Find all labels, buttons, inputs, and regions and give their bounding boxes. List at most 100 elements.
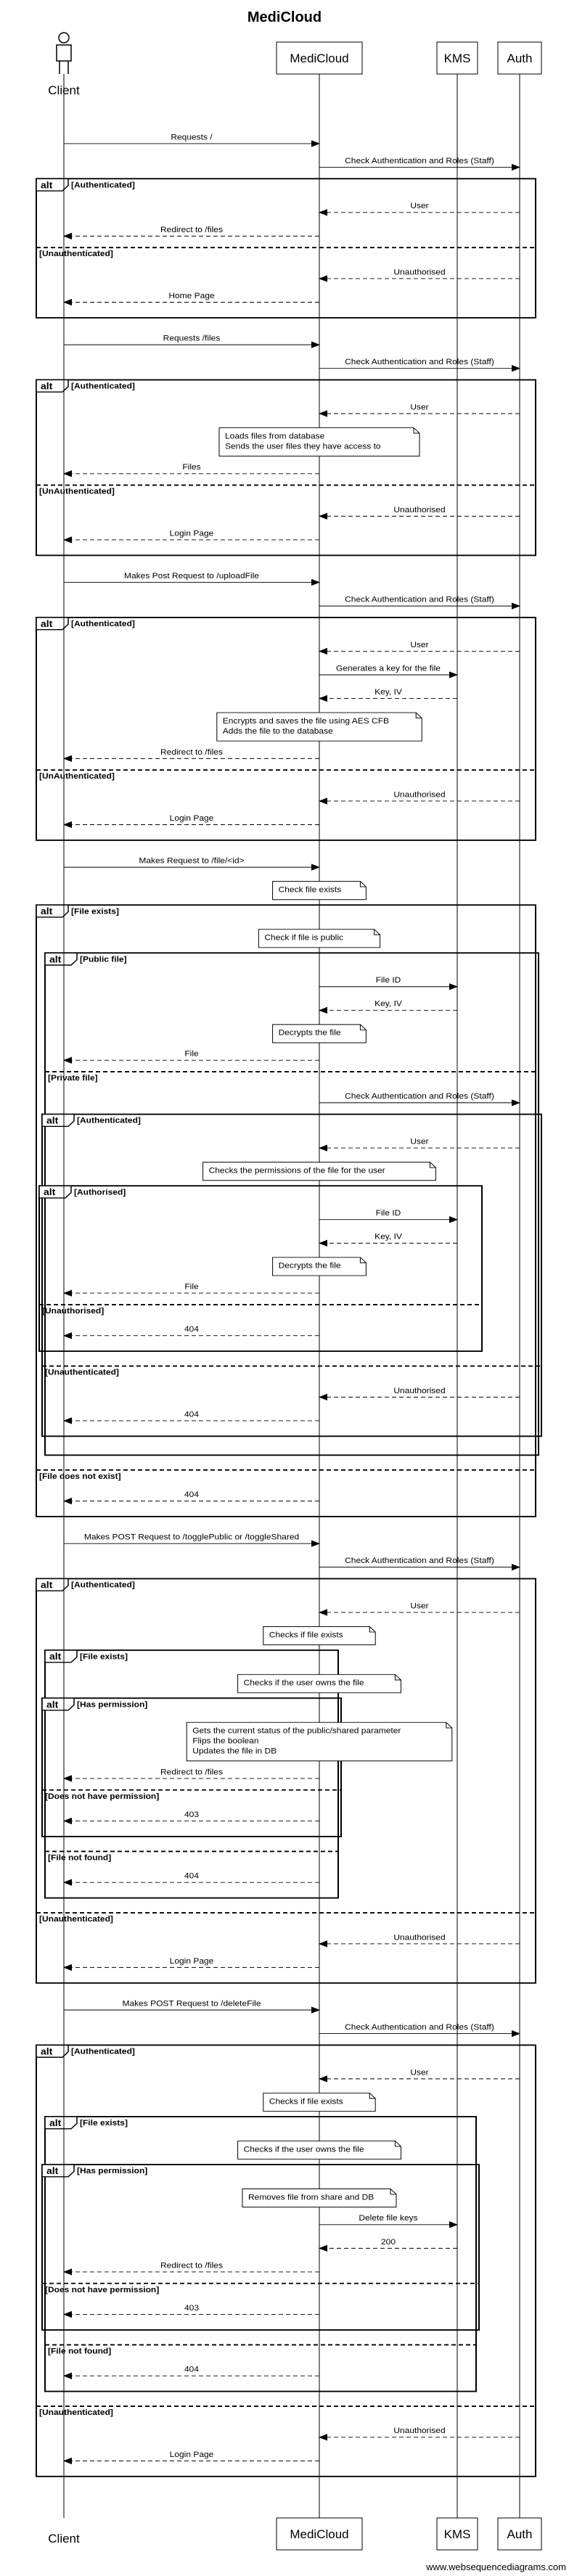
note-text: Check if file is public bbox=[264, 934, 343, 943]
note-fold bbox=[394, 1674, 401, 1681]
message-label: Check Authentication and Roles (Staff) bbox=[345, 2023, 494, 2032]
note-text: Checks the permissions of the file for t… bbox=[209, 1167, 385, 1176]
alt-condition: [File not found] bbox=[48, 1854, 111, 1863]
message-label: 404 bbox=[184, 1325, 200, 1334]
alt-frame bbox=[36, 1578, 536, 1984]
alt-frame bbox=[44, 952, 539, 1456]
alt-condition: [Has permission] bbox=[77, 2167, 147, 2175]
note-box bbox=[272, 881, 367, 901]
note-fold bbox=[374, 929, 380, 935]
note-text: Removes file from share and DB bbox=[248, 2194, 374, 2202]
message-label: 404 bbox=[184, 1411, 200, 1419]
note-box bbox=[263, 1626, 376, 1646]
note-text: Updates the file in DB bbox=[192, 1747, 277, 1756]
alt-keyword: alt bbox=[49, 2117, 62, 2128]
alt-tab bbox=[36, 178, 69, 192]
note-box bbox=[258, 929, 381, 948]
participant-label-header: MediCloud bbox=[290, 52, 348, 65]
participant-box-footer bbox=[497, 2517, 542, 2551]
alt-condition: [Does not have permission] bbox=[45, 1792, 159, 1801]
alt-frame bbox=[36, 2044, 536, 2477]
message-label: Makes POST Request to /deleteFile bbox=[122, 2000, 261, 2009]
note-text: Gets the current status of the public/sh… bbox=[192, 1727, 401, 1736]
note-box bbox=[237, 2141, 401, 2160]
alt-condition: [Unauthenticated] bbox=[39, 1915, 113, 1924]
message-label: 404 bbox=[184, 1872, 200, 1881]
alt-keyword: alt bbox=[41, 2046, 53, 2056]
participant-label-footer: KMS bbox=[444, 2527, 471, 2541]
message-label: User bbox=[410, 2069, 428, 2077]
note-text: Checks if file exists bbox=[269, 2098, 343, 2107]
alt-frame bbox=[36, 379, 536, 557]
alt-keyword: alt bbox=[44, 1187, 56, 1197]
note-fold bbox=[390, 2189, 396, 2195]
message-label: Requests / bbox=[171, 134, 213, 142]
alt-frame bbox=[44, 1649, 339, 1899]
message-label: Home Page bbox=[168, 292, 214, 300]
message-label: Check Authentication and Roles (Staff) bbox=[345, 1093, 494, 1102]
alt-condition: [Authenticated] bbox=[71, 382, 135, 391]
alt-condition: [File exists] bbox=[71, 908, 119, 916]
note-text: Checks if the user owns the file bbox=[244, 2146, 364, 2154]
alt-condition: [File not found] bbox=[48, 2347, 111, 2356]
message-label: Login Page bbox=[170, 2450, 214, 2459]
message-label: Unauthorised bbox=[393, 791, 445, 800]
participant-box-footer bbox=[436, 2517, 478, 2551]
footer-credit: www.websequencediagrams.com bbox=[425, 2561, 566, 2572]
alt-tab bbox=[36, 379, 69, 393]
note-fold bbox=[359, 881, 367, 887]
note-text: Checks if file exists bbox=[269, 1631, 343, 1640]
alt-keyword: alt bbox=[46, 1699, 59, 1710]
message-label: Redirect to /files bbox=[160, 748, 223, 757]
message-label: Delete file keys bbox=[359, 2215, 418, 2223]
alt-keyword: alt bbox=[41, 906, 53, 916]
participant-label-header: Auth bbox=[507, 52, 533, 65]
alt-frame bbox=[41, 1697, 342, 1837]
alt-keyword: alt bbox=[41, 381, 53, 391]
alt-tab bbox=[36, 1578, 69, 1592]
alt-condition: [Does not have permission] bbox=[45, 2286, 159, 2294]
alt-condition: [UnAuthenticated] bbox=[39, 773, 115, 782]
message-label: 403 bbox=[184, 1810, 199, 1819]
alt-tab bbox=[41, 1697, 75, 1711]
note-box bbox=[237, 1674, 401, 1694]
alt-condition: [File does not exist] bbox=[39, 1472, 121, 1481]
message-label: Unauthorised bbox=[393, 506, 445, 514]
message-label: User bbox=[410, 641, 428, 649]
note-box bbox=[216, 712, 422, 742]
message-label: Key, IV bbox=[374, 1000, 402, 1009]
note-fold bbox=[359, 1024, 367, 1030]
message-label: File ID bbox=[376, 1209, 401, 1218]
message-label: Redirect to /files bbox=[160, 2262, 223, 2271]
alt-condition: [Authenticated] bbox=[71, 2048, 135, 2056]
alt-condition: [Private file] bbox=[48, 1074, 98, 1083]
alt-tab bbox=[44, 2116, 78, 2130]
diagram-title: MediCloud bbox=[247, 9, 322, 25]
alt-condition: [File exists] bbox=[80, 2119, 128, 2128]
note-text: Encrypts and saves the file using AES CF… bbox=[223, 717, 390, 726]
message-label: 404 bbox=[184, 2366, 200, 2374]
message-label: Redirect to /files bbox=[160, 1768, 223, 1777]
alt-condition: [Authorised] bbox=[74, 1189, 126, 1197]
alt-keyword: alt bbox=[41, 180, 53, 190]
note-text: Loads files from database bbox=[225, 432, 324, 441]
participant-label-header: Client bbox=[48, 83, 80, 97]
alt-condition: [Unauthorised] bbox=[42, 1307, 104, 1316]
message-label: Login Page bbox=[170, 814, 214, 823]
alt-frame bbox=[38, 1185, 483, 1353]
alt-condition: [Unauthenticated] bbox=[39, 250, 113, 259]
note-fold bbox=[415, 713, 422, 719]
alt-tab bbox=[41, 2164, 75, 2178]
message-label: Files bbox=[182, 464, 201, 472]
alt-keyword: alt bbox=[41, 618, 53, 628]
alt-condition: [UnAuthenticated] bbox=[39, 488, 115, 496]
note-fold bbox=[413, 427, 419, 434]
note-fold bbox=[394, 2141, 401, 2147]
note-box bbox=[242, 2189, 397, 2208]
note-fold bbox=[446, 1722, 452, 1728]
message-label: Login Page bbox=[170, 1957, 214, 1966]
message-label: Key, IV bbox=[374, 688, 402, 697]
message-label: Unauthorised bbox=[393, 1934, 445, 1943]
message-label: Redirect to /files bbox=[160, 226, 223, 234]
message-label: Unauthorised bbox=[393, 268, 445, 277]
